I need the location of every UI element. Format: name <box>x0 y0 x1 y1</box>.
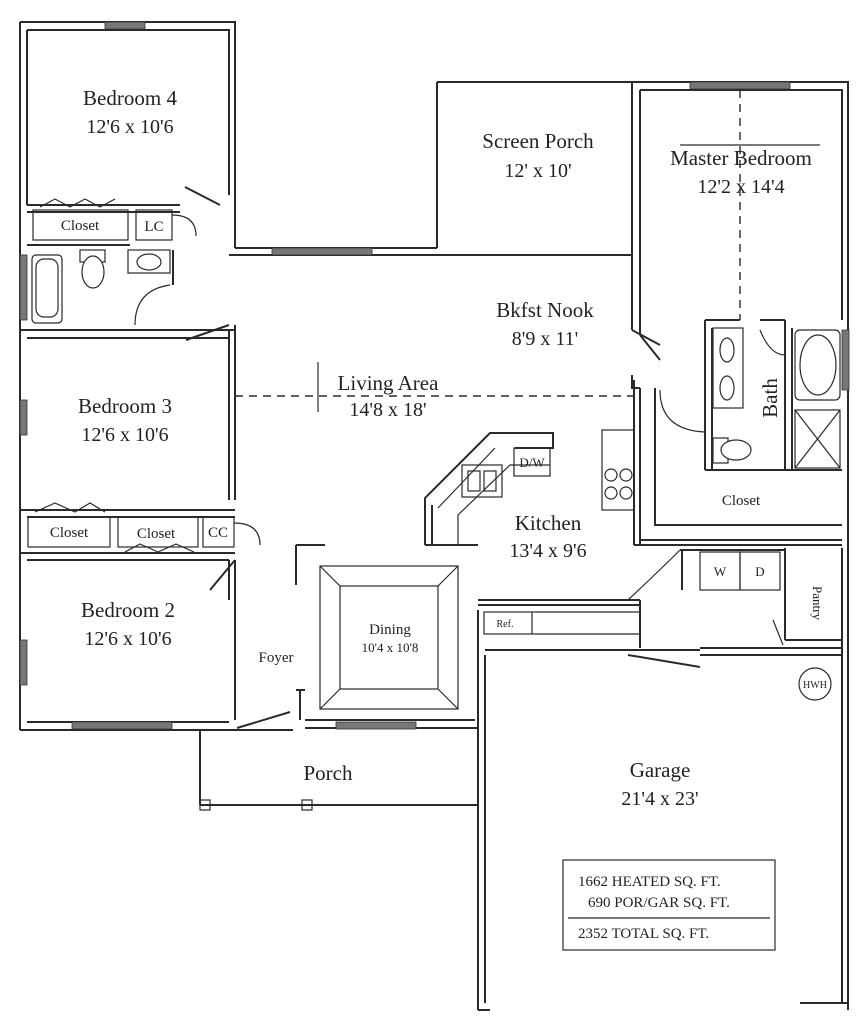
dryer-label: D <box>755 564 764 579</box>
bedroom4-size: 12'6 x 10'6 <box>86 116 173 138</box>
bedroom2-name: Bedroom 2 <box>81 598 175 622</box>
sqft-box <box>562 859 776 951</box>
screen-porch-name: Screen Porch <box>482 129 594 153</box>
pantry-label: Pantry <box>810 586 825 620</box>
bedroom4-name: Bedroom 4 <box>83 86 177 110</box>
living-area-name: Living Area <box>338 371 440 395</box>
sqft-heated: 1662 HEATED SQ. FT. <box>578 874 721 890</box>
sqft-por-gar: 690 POR/GAR SQ. FT. <box>588 895 730 911</box>
master-bedroom-name: Master Bedroom <box>670 146 812 170</box>
bedroom3-size: 12'6 x 10'6 <box>81 424 168 446</box>
windows <box>19 21 850 730</box>
dw-label: D/W <box>519 455 545 470</box>
garage-name: Garage <box>630 758 691 782</box>
closet-label: Closet <box>61 218 100 234</box>
ref-label: Ref. <box>497 619 514 630</box>
lc-label: LC <box>144 219 163 235</box>
dashed-lines <box>235 90 820 412</box>
kitchen-size: 13'4 x 9'6 <box>509 540 586 562</box>
dining-name: Dining <box>369 622 411 638</box>
cc-label: CC <box>208 525 228 541</box>
bkfst-nook-name: Bkfst Nook <box>496 298 594 322</box>
water-heater-icon <box>798 667 832 701</box>
living-area-size: 14'8 x 18' <box>349 399 426 421</box>
porch-name: Porch <box>304 761 353 785</box>
bedroom3-name: Bedroom 3 <box>78 394 172 418</box>
kitchen-name: Kitchen <box>515 511 582 535</box>
bkfst-nook-size: 8'9 x 11' <box>512 328 578 350</box>
bedroom2-size: 12'6 x 10'6 <box>84 628 171 650</box>
sqft-total: 2352 TOTAL SQ. FT. <box>578 926 709 942</box>
master-bedroom-size: 12'2 x 14'4 <box>697 176 784 198</box>
bath-name: Bath <box>758 378 782 418</box>
closet-label: Closet <box>722 493 761 509</box>
screen-porch-size: 12' x 10' <box>504 160 571 182</box>
hwh-label: HWH <box>803 680 827 691</box>
walls <box>19 21 849 1011</box>
washer-label: W <box>714 564 727 579</box>
garage-size: 21'4 x 23' <box>621 788 698 810</box>
dining-size: 10'4 x 10'8 <box>362 640 419 655</box>
closet-label: Closet <box>50 525 89 541</box>
closet-label: Closet <box>137 526 176 542</box>
foyer-name: Foyer <box>259 650 294 666</box>
